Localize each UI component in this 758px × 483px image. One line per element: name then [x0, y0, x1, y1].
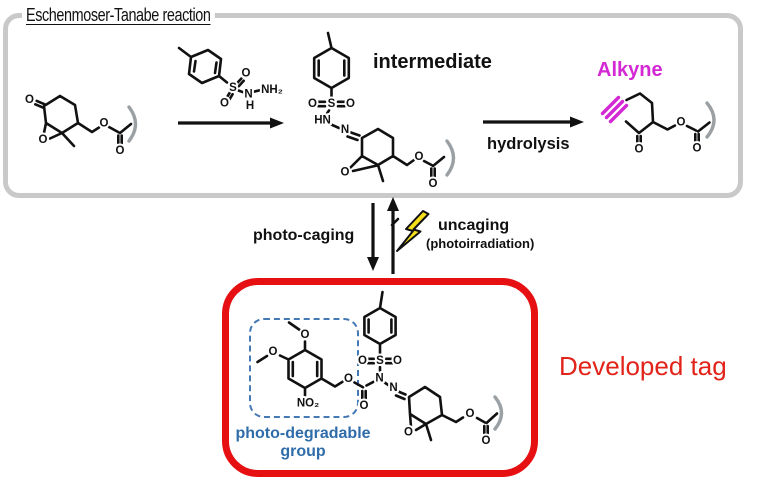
atom-label: O	[25, 94, 34, 106]
bolt-dash	[390, 217, 400, 227]
atom-label: O	[693, 143, 702, 155]
atom-label: O	[269, 346, 278, 358]
arrow-head	[570, 116, 584, 128]
eschenmoser-tanabe-panel	[3, 13, 743, 198]
atom-label: O	[220, 98, 229, 110]
tosylhydrazide-bonds	[177, 46, 263, 102]
bolt-shape	[396, 210, 430, 252]
photo-degradable-line1: photo-degradable	[235, 425, 371, 442]
uncaging-label: uncaging	[438, 217, 510, 234]
reaction-arrow-1	[178, 117, 284, 129]
atom-label: O	[301, 329, 310, 341]
arrow-head	[270, 117, 284, 129]
developed-tag-structure: O O NO₂ O O O S O N N O O O	[256, 290, 504, 449]
scheme-title: Eschenmoser-Tanabe reaction	[22, 5, 215, 26]
intermediate-structure: O S O HN N O O O	[306, 31, 456, 192]
atom-label: N	[389, 382, 397, 394]
atom-label: N	[244, 89, 252, 101]
atom-label: O	[358, 355, 367, 367]
alkyne-label: Alkyne	[597, 59, 663, 81]
atom-label: O	[344, 373, 353, 385]
atom-label: O	[346, 98, 355, 110]
atom-label: O	[393, 355, 402, 367]
photo-degradable-line2: group	[280, 442, 326, 460]
atom-label: N	[341, 124, 349, 136]
r-group-squiggle	[705, 101, 716, 139]
photo-degradable-group-box	[249, 318, 359, 418]
photo-caging-label: photo-caging	[253, 227, 355, 244]
developed-tag-panel	[222, 278, 538, 477]
atom-label: O	[341, 167, 350, 179]
arrow-head	[387, 197, 399, 211]
atom-label: O	[308, 98, 317, 110]
uncaging-arrow-up	[387, 197, 399, 274]
r-group-squiggle	[445, 139, 456, 177]
atom-label: HN	[314, 115, 331, 127]
atom-label: S	[328, 98, 336, 110]
atom-label: O	[100, 118, 109, 130]
atom-label: O	[466, 408, 475, 420]
alkyne-bonds	[624, 92, 711, 145]
intermediate-label: intermediate	[373, 51, 492, 73]
atom-label: O	[404, 427, 413, 439]
atom-label: H	[246, 100, 254, 112]
photo-degradable-group-label: photo-degradable group	[230, 425, 376, 460]
atom-label: O	[39, 134, 48, 146]
reaction-arrow-hydrolysis	[483, 116, 584, 128]
photoirradiation-label: (photoirradiation)	[426, 236, 535, 251]
atom-label: O	[482, 435, 491, 447]
intermediate-bonds	[312, 31, 446, 183]
tosylhydrazide-structure: S O O N H NH₂	[177, 46, 285, 114]
atom-label: O	[677, 117, 686, 129]
alkyne-triple-bond	[600, 95, 629, 124]
atom-label: O	[242, 68, 251, 80]
lightning-bolt-icon	[390, 210, 430, 252]
atom-label: S	[376, 355, 384, 367]
photo-caging-arrow-down	[367, 203, 379, 271]
r-group-squiggle	[493, 395, 504, 431]
r-group-squiggle	[127, 105, 138, 143]
atom-label: O	[360, 400, 369, 412]
developed-tag-label: Developed tag	[559, 351, 727, 381]
atom-label: S	[229, 82, 237, 94]
reactant-structure: O O O O	[23, 92, 138, 159]
atom-label: O	[429, 178, 438, 190]
reactant-bonds	[34, 94, 133, 148]
developed-tag-bonds	[256, 290, 499, 442]
atom-label: O	[116, 145, 125, 157]
arrow-head	[367, 257, 379, 271]
atom-label: NH₂	[261, 84, 283, 96]
atom-label: N	[375, 373, 383, 385]
hydrolysis-label: hydrolysis	[487, 135, 570, 153]
atom-label: NO₂	[297, 398, 319, 410]
alkyne-product-structure: O O O	[600, 92, 716, 158]
atom-label: O	[415, 151, 424, 163]
atom-label: O	[635, 144, 644, 156]
